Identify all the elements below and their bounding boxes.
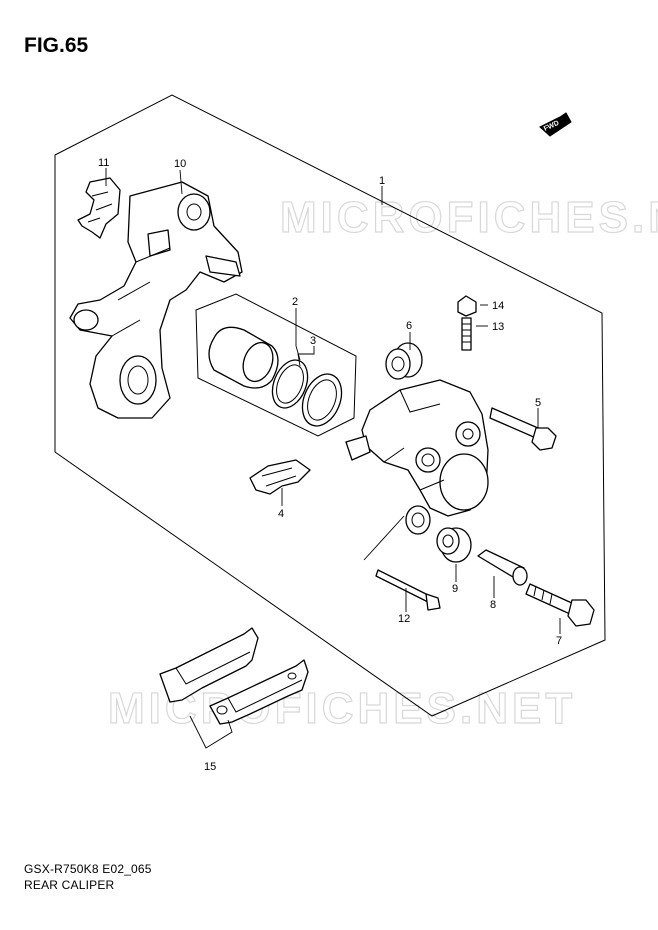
watermark-top: MICROFICHES.NET bbox=[280, 193, 658, 242]
part-4-pad-spring bbox=[249, 459, 311, 495]
callout-10: 10 bbox=[174, 158, 186, 170]
callout-13: 13 bbox=[492, 321, 504, 333]
callout-labels: 11 10 1 2 3 6 14 13 5 4 9 8 7 12 15 bbox=[98, 157, 562, 773]
part-1-caliper-body bbox=[345, 379, 489, 535]
callout-3: 3 bbox=[310, 335, 316, 347]
callout-9: 9 bbox=[452, 583, 458, 595]
callout-2: 2 bbox=[292, 296, 298, 308]
part-7-bolt bbox=[525, 583, 595, 627]
part-14-bleeder-cap bbox=[457, 295, 477, 317]
part-8-sleeve bbox=[477, 549, 528, 586]
section-name: REAR CALIPER bbox=[24, 878, 115, 892]
part-13-bleeder-valve bbox=[461, 317, 472, 351]
part-5-bolt bbox=[489, 407, 557, 451]
part-10-caliper-bracket bbox=[69, 181, 243, 419]
callout-8: 8 bbox=[490, 599, 496, 611]
part-12-pad-pin bbox=[375, 569, 441, 611]
model-code: GSX-R750K8 E02_065 bbox=[24, 862, 152, 876]
callout-14: 14 bbox=[492, 300, 504, 312]
callout-4: 4 bbox=[278, 508, 284, 520]
fwd-arrow-icon: FWD bbox=[539, 112, 572, 137]
callout-5: 5 bbox=[535, 397, 541, 409]
part-6-boot bbox=[385, 342, 423, 380]
part-3-piston-seals bbox=[271, 359, 343, 427]
callout-6: 6 bbox=[406, 320, 412, 332]
callout-7: 7 bbox=[556, 635, 562, 647]
part-15-brake-pads bbox=[159, 627, 309, 725]
assembly-boundary bbox=[54, 94, 606, 717]
part-9-boot bbox=[436, 527, 472, 563]
callout-15: 15 bbox=[204, 761, 216, 773]
callout-1: 1 bbox=[379, 175, 385, 187]
callout-11: 11 bbox=[98, 157, 109, 169]
figure-title: FIG.65 bbox=[24, 34, 89, 57]
part-11-clip bbox=[77, 177, 121, 239]
part-2-piston bbox=[208, 326, 279, 389]
part-2-group-box bbox=[195, 293, 357, 437]
callout-12: 12 bbox=[398, 613, 410, 625]
leader-lines bbox=[105, 168, 561, 749]
